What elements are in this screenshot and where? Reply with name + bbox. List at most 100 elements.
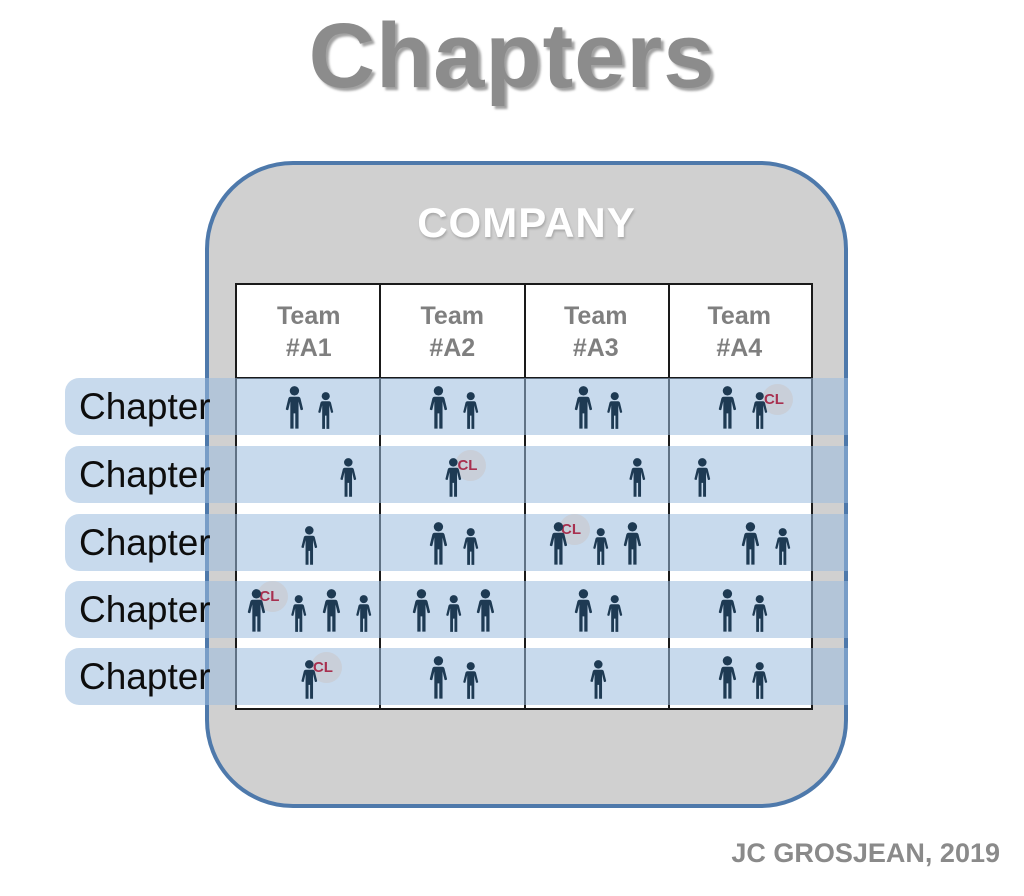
person-glyph [590, 660, 607, 699]
chapter-team-cells: CL [237, 581, 815, 638]
person-icon [319, 589, 344, 633]
person-glyph [607, 392, 623, 429]
person-icon [473, 589, 498, 633]
person-icon [691, 458, 714, 498]
person-icon [282, 386, 307, 430]
person-icon [315, 392, 336, 430]
person-icon [604, 595, 625, 633]
person-glyph [607, 595, 623, 632]
person-glyph [752, 595, 768, 632]
person-icon [460, 662, 481, 700]
team-header-row: Team #A1 Team #A2 Team #A3 Team #A4 [237, 285, 811, 377]
chapter-team-cells: CL [237, 446, 815, 503]
person-glyph [463, 662, 479, 699]
person-icon [460, 392, 481, 430]
person-icon [426, 522, 451, 566]
chapter-band: Chapter CL [65, 446, 848, 503]
person-icon [620, 522, 645, 566]
chapter-team-cell [526, 648, 671, 705]
chapter-team-cells: CL [237, 514, 815, 571]
company-label: COMPANY [417, 199, 636, 246]
person-glyph [355, 595, 371, 632]
person-glyph [445, 458, 462, 497]
chapter-team-cell [382, 514, 527, 571]
chapter-team-cell [237, 446, 382, 503]
chapter-band: Chapter CL [65, 648, 848, 705]
person-glyph [752, 662, 768, 699]
person-icon [409, 589, 434, 633]
person-icon [590, 528, 611, 566]
person-icon [460, 528, 481, 566]
person-glyph [429, 522, 448, 565]
person-glyph [718, 386, 737, 429]
person-glyph [248, 589, 266, 632]
person-glyph [624, 522, 642, 565]
chapter-team-cell: CL [671, 378, 816, 435]
person-glyph [718, 656, 737, 699]
chapter-team-cell [671, 514, 816, 571]
chapter-label: Chapter [79, 656, 211, 697]
person-icon [604, 392, 625, 430]
chapter-team-cells: CL [237, 378, 815, 435]
person-icon [626, 458, 649, 498]
chapter-team-cell: CL [237, 581, 382, 638]
chapter-lead-person-icon: CL [749, 384, 793, 430]
person-glyph [429, 656, 448, 699]
person-icon [337, 458, 360, 498]
person-glyph [301, 660, 318, 699]
chapter-label: Chapter [79, 454, 211, 495]
chapter-team-cells: CL [237, 648, 815, 705]
chapter-team-cell [526, 446, 671, 503]
chapter-lead-person-icon: CL [442, 450, 487, 498]
chapter-lead-person-icon: CL [546, 514, 590, 566]
person-icon [353, 595, 374, 633]
person-icon [298, 526, 321, 566]
person-glyph [291, 595, 307, 632]
person-icon [715, 386, 740, 430]
person-glyph [593, 528, 609, 565]
team-label-line: Team [277, 301, 341, 330]
team-label-line: Team [707, 301, 771, 330]
chapter-team-cell: CL [526, 514, 671, 571]
person-icon [587, 660, 610, 700]
team-label-line: #A4 [716, 334, 763, 362]
person-glyph [412, 589, 431, 632]
person-glyph [463, 528, 479, 565]
team-label-line: #A2 [429, 334, 476, 362]
chapter-team-cell [382, 581, 527, 638]
chapter-lead-person-icon: CL [244, 581, 289, 633]
chapter-label: Chapter [79, 522, 211, 563]
person-glyph [429, 386, 448, 429]
person-glyph [285, 386, 303, 429]
chapter-team-cell [671, 648, 816, 705]
team-label-line: Team [564, 301, 628, 330]
person-icon [715, 656, 740, 700]
team-label-line: Team [420, 301, 484, 330]
team-label-line: #A1 [285, 334, 332, 362]
person-glyph [574, 589, 592, 632]
chapter-band: Chapter CL [65, 581, 848, 638]
team-header-a3: Team #A3 [524, 285, 668, 377]
person-glyph [741, 522, 759, 565]
chapter-label: Chapter [79, 589, 211, 630]
person-icon [571, 589, 596, 633]
person-glyph [718, 589, 737, 632]
team-label-line: #A3 [572, 334, 619, 362]
person-glyph [774, 528, 790, 565]
person-icon [772, 528, 793, 566]
person-glyph [318, 392, 334, 429]
person-icon [738, 522, 763, 566]
person-glyph [693, 458, 710, 497]
person-icon [443, 595, 464, 633]
chapter-team-cell [237, 514, 382, 571]
credit-text: JC GROSJEAN, 2019 [731, 838, 1000, 868]
chapter-lead-person-icon: CL [298, 652, 342, 700]
person-glyph [549, 522, 568, 565]
chapter-team-cell [671, 446, 816, 503]
chapter-team-cell [382, 378, 527, 435]
team-header-a2: Team #A2 [381, 285, 525, 377]
team-header-a4: Team #A4 [668, 285, 812, 377]
person-icon [426, 386, 451, 430]
team-header-a1: Team #A1 [237, 285, 381, 377]
person-icon [288, 595, 309, 633]
